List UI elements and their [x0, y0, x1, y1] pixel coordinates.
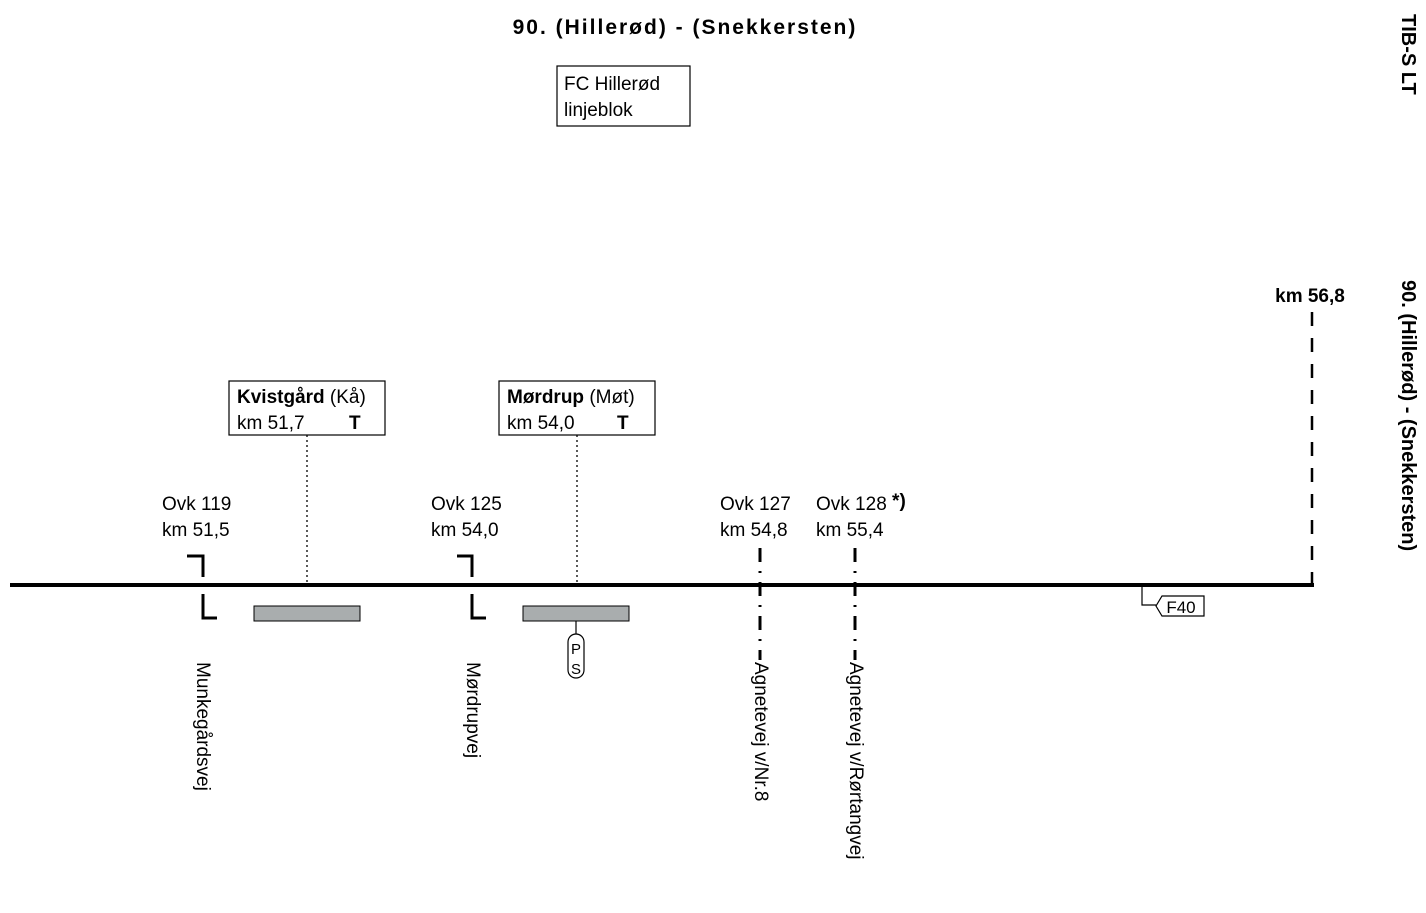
fc-box-line1: FC Hillerød — [564, 74, 660, 95]
diagram-title: 90. (Hillerød) - (Snekkersten) — [513, 16, 858, 39]
ps-marker — [567, 633, 585, 679]
station-mordrup-km: km 54,0 — [507, 413, 575, 434]
crossing-ovk-128: Ovk 128 *) km 55,4 Agnetevej v/Rørtangve… — [816, 491, 906, 860]
f40-marker: F40 — [1141, 587, 1205, 617]
crossing-ovk-128-title: Ovk 128 *) — [816, 491, 906, 515]
station-kvistgard-title: Kvistgård (Kå) — [237, 387, 366, 408]
end-marker-km: km 56,8 — [1275, 286, 1345, 307]
station-kvistgard: Kvistgård (Kå) km 51,7 T — [228, 380, 386, 622]
side-code: TIB-S LT — [1397, 14, 1419, 95]
crossing-ovk-125-road: Mørdrupvej — [462, 662, 483, 758]
crossing-ovk-119: Ovk 119 km 51,5 Munkegårdsvej — [162, 494, 231, 791]
f40-marker-leader — [1141, 587, 1156, 606]
end-marker: km 56,8 — [1275, 286, 1345, 585]
station-mordrup-name: Mørdrup — [507, 387, 584, 408]
station-mordrup-title: Mørdrup (Møt) — [507, 387, 635, 408]
crossing-ovk-127-road: Agnetevej v/Nr.8 — [750, 662, 771, 801]
crossing-ovk-119-label: Ovk 119 — [162, 494, 231, 515]
crossing-ovk-127: Ovk 127 km 54,8 Agnetevej v/Nr.8 — [720, 494, 791, 801]
station-mordrup: Mørdrup (Møt) km 54,0 T P S — [498, 380, 656, 679]
station-mordrup-code: (Møt) — [589, 387, 634, 408]
fc-box: FC Hillerød linjeblok — [556, 65, 691, 127]
crossing-ovk-128-label: Ovk 128 — [816, 494, 887, 515]
station-kvistgard-flag: T — [349, 413, 361, 434]
f40-marker-label: F40 — [1166, 598, 1195, 617]
ps-marker-bottom: S — [571, 661, 581, 678]
crossing-ovk-119-road: Munkegårdsvej — [192, 662, 213, 791]
crossing-ovk-119-km: km 51,5 — [162, 520, 230, 541]
crossing-ovk-119-bracket-top — [187, 554, 205, 577]
crossing-ovk-125: Ovk 125 km 54,0 Mørdrupvej — [431, 494, 502, 758]
crossing-ovk-125-bracket-top — [457, 554, 474, 577]
crossing-ovk-127-label: Ovk 127 — [720, 494, 791, 515]
ps-marker-top: P — [571, 641, 581, 658]
station-kvistgard-km: km 51,7 — [237, 413, 305, 434]
crossing-ovk-125-km: km 54,0 — [431, 520, 499, 541]
platform-kvistgard — [253, 605, 361, 622]
fc-box-line2: linjeblok — [564, 100, 633, 121]
platform-mordrup — [522, 605, 630, 622]
side-title: 90. (Hillerød) - (Snekkersten) — [1397, 280, 1419, 551]
f40-marker-flag — [1155, 595, 1205, 617]
station-mordrup-flag: T — [617, 413, 629, 434]
crossing-ovk-127-km: km 54,8 — [720, 520, 788, 541]
crossing-ovk-128-road: Agnetevej v/Rørtangvej — [845, 662, 866, 860]
crossing-ovk-125-label: Ovk 125 — [431, 494, 502, 515]
station-kvistgard-code: (Kå) — [330, 387, 366, 408]
crossing-ovk-125-bracket-bottom — [470, 594, 486, 620]
crossing-ovk-128-note: *) — [892, 491, 906, 512]
station-kvistgard-name: Kvistgård — [237, 387, 325, 408]
crossing-ovk-128-km: km 55,4 — [816, 520, 884, 541]
crossing-ovk-119-bracket-bottom — [201, 594, 217, 620]
